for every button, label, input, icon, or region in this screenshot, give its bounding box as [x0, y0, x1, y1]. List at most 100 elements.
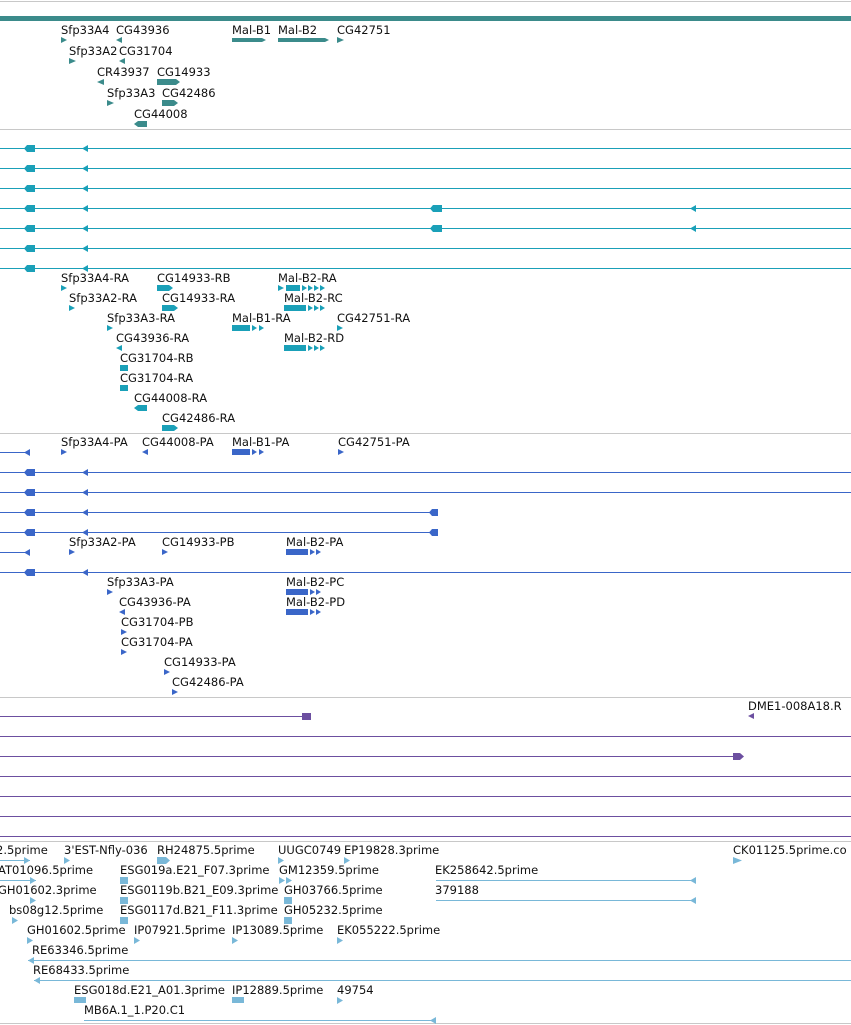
transcript-feature[interactable]: CG31704-RB — [120, 351, 194, 371]
est-feature[interactable]: UUGC0749 — [278, 843, 341, 864]
gene-feature[interactable]: CG42751 — [337, 23, 391, 43]
gene-feature[interactable]: Sfp33A3 — [107, 86, 155, 106]
right-arrow-icon — [232, 325, 264, 331]
left-arrow-icon — [690, 877, 696, 884]
transcript-feature[interactable]: CG42751-RA — [337, 311, 410, 331]
est-feature[interactable]: IP13089.5prime — [232, 923, 323, 944]
right-arrow-icon — [107, 589, 113, 595]
est-feature[interactable]: ESG0117d.B21_F11.3prime — [120, 903, 278, 924]
est-feature[interactable]: 2.5prime — [0, 843, 48, 864]
feature-label: Sfp33A3 — [107, 86, 155, 100]
left-arrow-icon — [82, 225, 88, 232]
est-feature[interactable]: RE63346.5prime — [28, 943, 128, 964]
est-feature[interactable]: IP12889.5prime — [232, 983, 323, 1003]
gene-feature[interactable]: Sfp33A4 — [61, 23, 109, 43]
gene-feature[interactable]: Mal-B2 — [278, 23, 329, 42]
protein-feature[interactable]: CG31704-PB — [121, 615, 194, 635]
protein-feature[interactable]: Mal-B2-PD — [286, 595, 345, 615]
left-arrow-icon — [134, 405, 147, 411]
protein-feature[interactable]: Sfp33A3-PA — [107, 575, 174, 595]
protein-feature[interactable]: CG14933-PA — [164, 655, 236, 675]
right-arrow-icon — [279, 877, 292, 884]
est-feature[interactable]: EK055222.5prime — [337, 923, 440, 944]
right-arrow-icon — [30, 897, 36, 904]
protein-feature[interactable]: CG42486-PA — [172, 675, 244, 695]
left-arrow-icon — [116, 37, 122, 43]
left-arrow-icon — [28, 957, 34, 964]
protein-feature[interactable]: Mal-B1-PA — [232, 435, 289, 455]
right-arrow-icon — [162, 549, 168, 555]
feature-label: GH01602.5prime — [27, 923, 126, 937]
transcript-feature[interactable]: Mal-B1-RA — [232, 311, 291, 331]
protein-feature[interactable]: CG31704-PA — [121, 635, 193, 655]
transcript-feature[interactable]: Mal-B2-RA — [278, 271, 337, 291]
feature-label: GH01602.3prime — [0, 883, 97, 897]
transcript-feature[interactable]: Mal-B2-RC — [284, 291, 343, 311]
right-arrow-icon — [278, 38, 329, 42]
est-feature[interactable]: IP07921.5prime — [134, 923, 225, 944]
feature-label: GH05232.5prime — [284, 903, 383, 917]
est-feature[interactable]: 3'EST-Nfly-036 — [64, 843, 148, 864]
gene-feature[interactable]: Mal-B1 — [232, 23, 271, 42]
protein-feature[interactable]: Mal-B2-PA — [286, 535, 343, 555]
alignment-feature[interactable]: DME1-008A18.R — [748, 699, 842, 719]
est-feature[interactable]: 379188 — [435, 883, 696, 904]
right-arrow-icon — [157, 285, 173, 291]
est-feature[interactable]: GH05232.5prime — [284, 903, 383, 924]
est-feature[interactable]: ESG0119b.B21_E09.3prime — [120, 883, 278, 904]
gene-feature[interactable]: CG31704 — [119, 44, 173, 64]
protein-feature[interactable]: CG14933-PB — [162, 535, 235, 555]
right-arrow-icon — [286, 589, 321, 595]
feature-label: CG31704-PB — [121, 615, 194, 629]
gene-feature[interactable]: CG14933 — [157, 65, 211, 85]
transcript-feature[interactable]: Mal-B2-RD — [284, 331, 344, 351]
right-arrow-icon — [733, 857, 742, 864]
est-feature[interactable]: GM12359.5prime — [279, 863, 379, 884]
protein-feature[interactable]: CG43936-PA — [119, 595, 191, 615]
transcript-feature[interactable]: Sfp33A4-RA — [61, 271, 129, 291]
transcript-feature[interactable]: CG42486-RA — [162, 411, 235, 431]
transcript-feature[interactable]: CG14933-RB — [157, 271, 231, 291]
est-feature[interactable]: 49754 — [337, 983, 374, 1004]
transcript-feature[interactable]: Sfp33A2-RA — [69, 291, 137, 311]
feature-label: CG31704-RA — [120, 371, 193, 385]
right-arrow-icon — [121, 629, 127, 635]
transcript-feature[interactable]: CG44008-RA — [134, 391, 207, 411]
est-feature[interactable]: RE68433.5prime — [33, 963, 129, 984]
gene-feature[interactable]: Sfp33A2 — [69, 44, 117, 64]
est-feature[interactable]: ESG018d.E21_A01.3prime — [74, 983, 225, 1003]
est-feature[interactable]: CK01125.5prime.co — [733, 843, 847, 864]
est-feature[interactable]: EK258642.5prime — [435, 863, 696, 884]
left-arrow-icon — [748, 713, 754, 719]
transcript-feature[interactable]: CG31704-RA — [120, 371, 193, 391]
est-feature[interactable]: RH24875.5prime — [157, 843, 255, 864]
protein-feature[interactable]: CG42751-PA — [338, 435, 410, 455]
transcript-feature[interactable]: CG14933-RA — [162, 291, 235, 311]
feature-label: Sfp33A2-PA — [69, 535, 136, 549]
est-feature[interactable]: ESG019a.E21_F07.3prime — [120, 863, 270, 884]
left-arrow-icon — [24, 145, 35, 152]
est-feature[interactable]: bs08g12.5prime — [9, 903, 103, 924]
est-feature[interactable]: MB6A.1_1.P20.C1 — [84, 1003, 436, 1024]
feature-label: Mal-B1-PA — [232, 435, 289, 449]
feature-label: IP12889.5prime — [232, 983, 323, 997]
gene-feature[interactable]: CG42486 — [162, 86, 216, 106]
right-arrow-icon — [337, 37, 344, 43]
gene-feature[interactable]: CG43936 — [116, 23, 170, 43]
est-feature[interactable]: AT01096.5prime — [0, 863, 93, 884]
transcript-feature[interactable]: Sfp33A3-RA — [107, 311, 175, 331]
left-arrow-icon — [82, 489, 88, 496]
gene-feature[interactable]: CR43937 — [97, 65, 150, 85]
right-arrow-icon — [162, 100, 178, 106]
protein-feature[interactable]: Mal-B2-PC — [286, 575, 344, 595]
gene-feature[interactable]: CG44008 — [134, 107, 188, 127]
protein-feature[interactable]: Sfp33A4-PA — [61, 435, 128, 455]
est-feature[interactable]: EP19828.3prime — [344, 843, 439, 864]
transcript-feature[interactable]: CG43936-RA — [116, 331, 189, 351]
protein-feature[interactable]: Sfp33A2-PA — [69, 535, 136, 555]
est-feature[interactable]: GH03766.5prime — [284, 883, 383, 904]
est-feature[interactable]: GH01602.3prime — [0, 883, 97, 904]
protein-feature[interactable]: CG44008-PA — [142, 435, 214, 455]
est-feature[interactable]: GH01602.5prime — [27, 923, 126, 944]
feature-label: ESG0119b.B21_E09.3prime — [120, 883, 278, 897]
